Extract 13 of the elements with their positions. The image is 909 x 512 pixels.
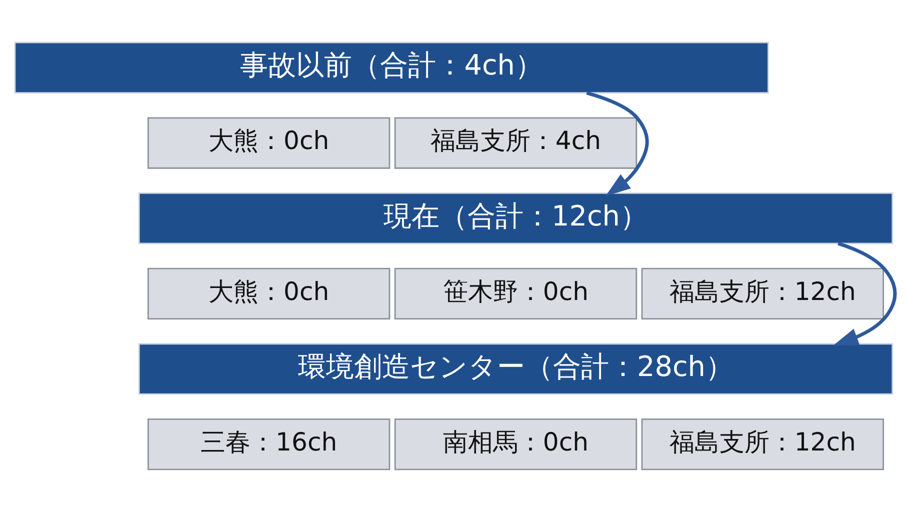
node-box: 笹木野：0ch — [394, 268, 637, 320]
node-box: 環境創造センター（合計：28ch） — [138, 343, 893, 395]
node-box: 福島支所：4ch — [394, 117, 637, 169]
node-box: 大熊：0ch — [146, 117, 390, 169]
node-box: 福島支所：12ch — [640, 418, 884, 470]
node-box: 大熊：0ch — [146, 268, 390, 320]
arrow — [832, 242, 896, 346]
node-box: 南相馬：0ch — [394, 418, 637, 470]
node-box: 現在（合計：12ch） — [138, 192, 893, 244]
arrow — [586, 91, 648, 196]
node-box: 三春：16ch — [146, 418, 390, 470]
node-box: 福島支所：12ch — [640, 268, 884, 320]
node-box: 事故以前（合計：4ch） — [14, 42, 768, 94]
